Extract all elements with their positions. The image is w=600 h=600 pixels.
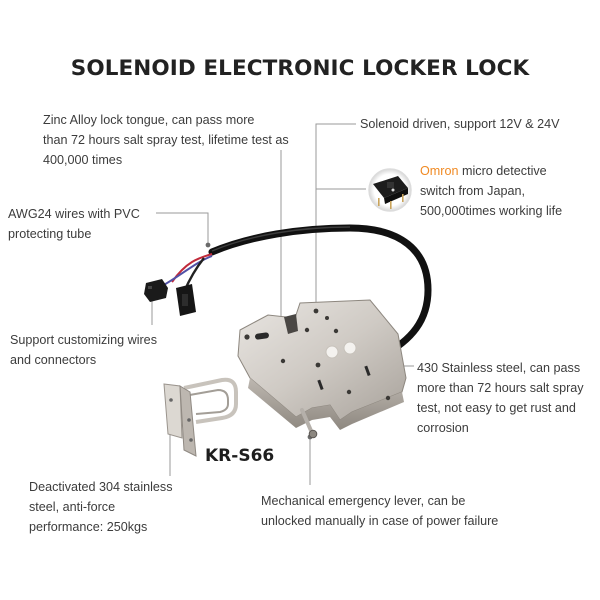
callout-zinc-tongue: Zinc Alloy lock tongue, can pass more th… bbox=[43, 110, 289, 170]
callout-line: protecting tube bbox=[8, 227, 92, 241]
callout-line: AWG24 wires with PVC bbox=[8, 207, 140, 221]
callout-line: steel, anti-force bbox=[29, 500, 116, 514]
callout-emergency-lever: Mechanical emergency lever, can be unloc… bbox=[261, 491, 498, 531]
callout-text: micro detective bbox=[458, 164, 547, 178]
callout-line: than 72 hours salt spray test, lifetime … bbox=[43, 133, 289, 147]
callout-custom-wires: Support customizing wires and connectors bbox=[10, 330, 157, 370]
callout-430-steel: 430 Stainless steel, can pass more than … bbox=[417, 358, 584, 438]
callout-line: 430 Stainless steel, can pass bbox=[417, 361, 581, 375]
callout-line: more than 72 hours salt spray bbox=[417, 381, 584, 395]
page-title: SOLENOID ELECTRONIC LOCKER LOCK bbox=[70, 56, 530, 81]
callout-solenoid: Solenoid driven, support 12V & 24V bbox=[360, 114, 560, 134]
leader-lines bbox=[151, 123, 414, 485]
emergency-lever bbox=[300, 408, 318, 439]
callout-line: Omron micro detective bbox=[420, 161, 562, 181]
lock-body bbox=[237, 299, 407, 430]
callout-awg-wires: AWG24 wires with PVC protecting tube bbox=[8, 204, 140, 244]
callout-deactivated-304: Deactivated 304 stainless steel, anti-fo… bbox=[29, 477, 173, 537]
connectors bbox=[144, 279, 196, 316]
callout-line: Solenoid driven, support 12V & 24V bbox=[360, 117, 560, 131]
strike-plate bbox=[163, 377, 238, 457]
callout-line: performance: 250kgs bbox=[29, 520, 148, 534]
callout-line: corrosion bbox=[417, 421, 469, 435]
callout-line: Mechanical emergency lever, can be bbox=[261, 494, 466, 508]
callout-line: 400,000 times bbox=[43, 153, 123, 167]
callout-omron-switch: Omron micro detective switch from Japan,… bbox=[420, 161, 562, 221]
callout-line: Deactivated 304 stainless bbox=[29, 480, 173, 494]
cable bbox=[161, 224, 432, 360]
callout-line: unlocked manually in case of power failu… bbox=[261, 514, 499, 528]
callout-line: and connectors bbox=[10, 353, 97, 367]
callout-line: Support customizing wires bbox=[10, 333, 157, 347]
callout-line: test, not easy to get rust and bbox=[417, 401, 576, 415]
omron-brand-highlight: Omron bbox=[420, 164, 459, 178]
callout-line: 500,000times working life bbox=[420, 204, 563, 218]
callout-line: Zinc Alloy lock tongue, can pass more bbox=[43, 113, 255, 127]
model-number: KR-S66 bbox=[205, 446, 275, 466]
callout-line: switch from Japan, bbox=[420, 184, 525, 198]
omron-switch-thumbnail bbox=[368, 168, 412, 212]
